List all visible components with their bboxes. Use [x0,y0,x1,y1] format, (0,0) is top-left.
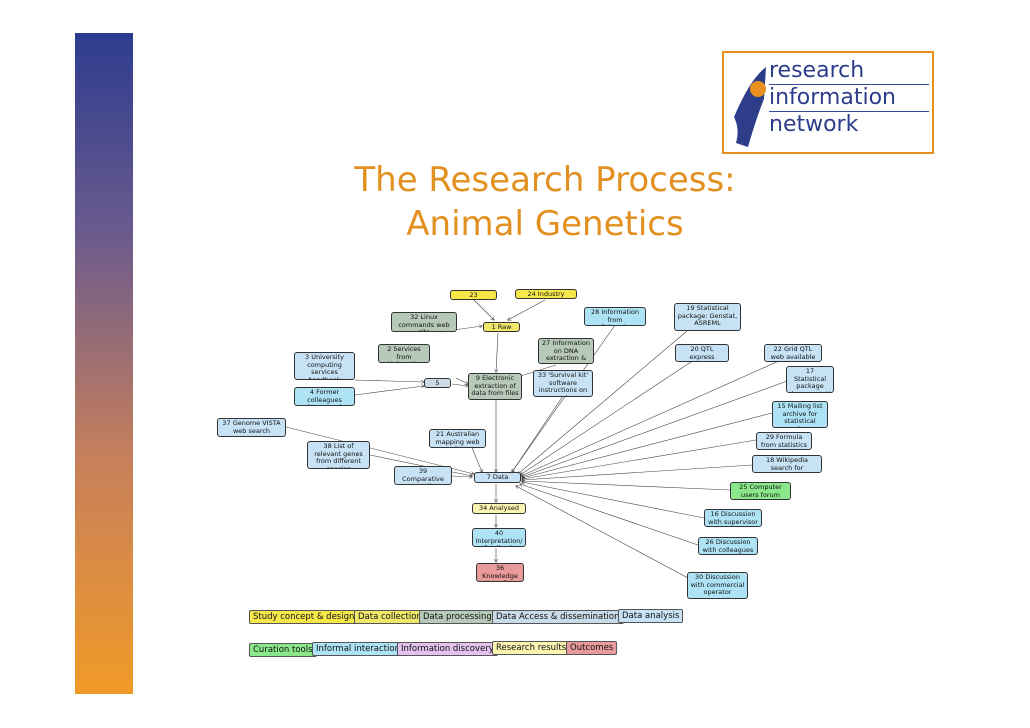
node-28-collaborators: 28 Information from collaborators [584,307,646,326]
node-37-genome-vista: 37 Genome VISTA web search [217,418,286,437]
legend-study-concept: Study concept & design [249,610,359,624]
node-4-former-colleagues: 4 Former colleagues (overseas) [294,387,355,406]
edge [451,476,472,477]
node-27-dna-extraction: 27 Information on DNA extraction & stora… [538,338,594,364]
logo-divider [769,111,929,112]
node-3-university-handbook: 3 University computing services handbook [294,352,355,380]
node-18-wikipedia-search: 18 Wikipedia search for computer command [752,455,822,473]
edge [520,355,701,475]
edge [516,486,689,579]
node-38-relevant-genes: 38 List of relevant genes from different… [307,441,370,469]
decorative-gradient-bar [75,33,133,694]
legend-research-results: Research results [492,641,571,655]
node-20-qtl-express: 20 QTL express software on line [675,344,729,362]
title-line-2: Animal Genetics [406,204,684,244]
edge [521,355,791,476]
edge [354,386,424,396]
node-29-statistics-textbook: 29 Formula from statistics textbook [756,432,812,450]
legend-data-processing: Data processing [419,610,496,624]
node-15-mailing-list: 15 Mailing list archive for statistical … [772,401,828,428]
edge [508,299,546,320]
legend-data-collection: Data collection [354,610,426,624]
edge [522,482,705,519]
node-30-commercial-operator: 30 Discussion with commercial operator [687,572,748,599]
node-26-discussion-colleagues: 26 Discussion with colleagues [698,537,758,555]
node-21-australian-mapping: 21 Australian mapping web site [429,429,486,448]
node-7-data-analysis: 7 Data analysis [474,472,521,483]
edge [520,484,699,546]
node-23-experiment: 23 Experiment [450,290,497,300]
logo-word-research: research [769,58,865,83]
node-17-statistical-documentation: 17 Statistical package documentation [786,366,834,393]
title-line-1: The Research Process: [354,160,736,200]
edge [522,481,731,491]
node-2-university-server: 2 Services from University server [378,344,430,363]
legend-outcomes: Outcomes [566,641,618,655]
logo-i-mark-icon [734,67,766,147]
node-24-industry-sources: 24 Industry sources [515,289,577,299]
legend-data-analysis: Data analysis [618,609,684,623]
edge [496,332,499,372]
edge [354,379,424,382]
edge [522,379,791,477]
edge [512,392,566,472]
node-1-raw-data: 1 Raw data [483,322,520,332]
legend-curation-tools: Curation tools [249,643,317,657]
slide-title: The Research Process: Animal Genetics [330,158,760,246]
legend-informal-interaction: Informal interaction [312,642,404,656]
edge [451,383,468,386]
node-16-discussion-supervisor: 16 Discussion with supervisor [704,509,762,527]
rin-logo: research information network [722,51,934,154]
edge [522,412,773,478]
node-32-linux-commands: 32 Linux commands web site [391,312,457,332]
node-9-electronic-extraction: 9 Electronic extraction of data from fil… [468,373,522,400]
edge [522,464,753,480]
node-39-comparative-genetic: 39 Comparative genetic information [394,466,452,485]
node-34-analysed-data: 34 Analysed data [472,503,526,514]
node-33-survival-kit: 33 'Survival kit' software instructions … [533,370,593,397]
edge [455,377,468,384]
node-5-scripts: 5 Scripts [424,378,451,388]
node-25-computer-users-forum: 25 Computer users forum [730,482,791,500]
edge [518,319,701,474]
edge [473,299,494,320]
node-19-statistical-package: 19 Statistical package: Genstat, ASREML [674,303,741,331]
edge [522,439,757,479]
logo-word-network: network [769,112,859,137]
legend-data-access: Data Access & dissemination [492,610,624,624]
legend-information-discovery: Information discovery [397,642,498,656]
node-36-knowledge-transfer: 36 Knowledge transfer [476,563,524,582]
node-40-interpretation-feedback: 40 Interpretation/ feedback [472,528,526,547]
logo-divider [769,84,929,85]
node-22-grid-qtl: 22 Grid QTL web available software [764,344,822,362]
logo-word-information: information [769,85,896,110]
edge [369,454,472,476]
